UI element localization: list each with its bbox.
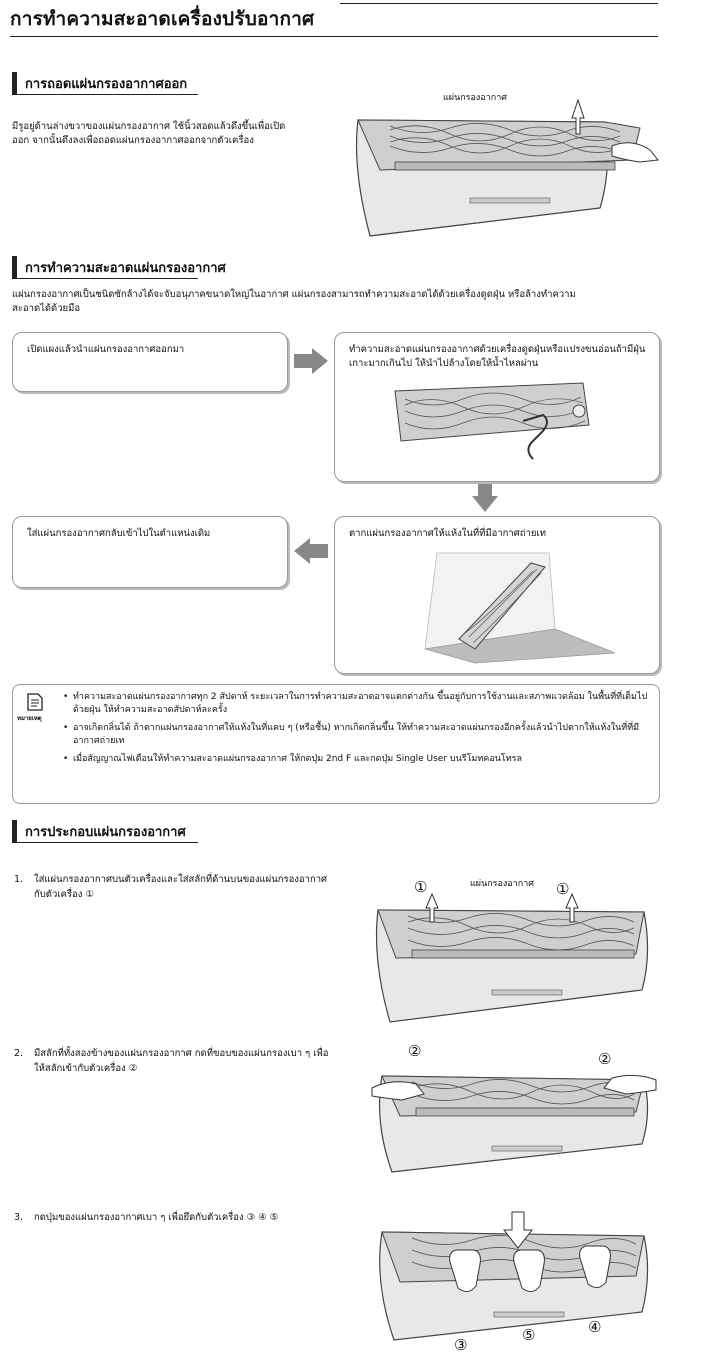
text-line: เกาะมากเกินไป ให้นำไปล้างโดยให้น้ำไหลผ่า… bbox=[349, 358, 539, 369]
fig3-mark-4: ④ bbox=[588, 1318, 602, 1336]
section-clean-header: การทำความสะอาดแผ่นกรองอากาศ bbox=[12, 256, 226, 278]
section-bar bbox=[12, 820, 17, 842]
ac-unit-assemble-3-illustration bbox=[379, 1211, 649, 1341]
assemble-step-1-text: ใส่แผ่นกรองอากาศบนตัวเครื่องและใส่สลักที… bbox=[34, 872, 364, 902]
section-bar bbox=[12, 256, 17, 278]
filter-vacuum-illustration bbox=[394, 382, 590, 460]
note-item: อาจเกิดกลิ่นได้ ถ้าตากแผ่นกรองอากาศให้แห… bbox=[63, 722, 653, 748]
clean-step-open-text: เปิดแผงแล้วนำแผ่นกรองอากาศออกมา bbox=[27, 344, 185, 355]
clean-step-reinstall-text: ใส่แผ่นกรองอากาศกลับเข้าไปในตำแหน่งเดิม bbox=[27, 528, 211, 539]
ac-unit-remove-illustration bbox=[355, 98, 659, 237]
header-top-rule bbox=[340, 3, 658, 4]
note-item: ทำความสะอาดแผ่นกรองอากาศทุก 2 สัปดาห์ ระ… bbox=[63, 691, 653, 717]
note-item: เมื่อสัญญาณไฟเตือนให้ทำความสะอาดแผ่นกรอง… bbox=[63, 753, 653, 766]
text-line: ทำความสะอาดแผ่นกรองอากาศด้วยเครื่องดูดฝุ… bbox=[349, 344, 646, 355]
assemble-step-1-number: 1. bbox=[14, 874, 24, 885]
note-icon-label: หมายเหตุ bbox=[17, 715, 42, 722]
body-line: ออก จากนั้นดึงลงเพื่อถอดแผ่นกรองอากาศออก… bbox=[12, 135, 254, 146]
clean-step-dry-box: ตากแผ่นกรองอากาศให้แห้งในที่ที่มีอากาศถ่… bbox=[334, 516, 660, 674]
section-remove-header: การถอดแผ่นกรองอากาศออก bbox=[12, 72, 187, 94]
fig3-mark-3: ③ bbox=[454, 1336, 468, 1354]
text-line: มีสลักที่ทั้งสองข้างของแผ่นกรองอากาศ กดท… bbox=[34, 1048, 329, 1059]
header-rule bbox=[10, 36, 658, 37]
note-list: ทำความสะอาดแผ่นกรองอากาศทุก 2 สัปดาห์ ระ… bbox=[63, 691, 653, 771]
assemble-step-2-number: 2. bbox=[14, 1048, 24, 1059]
text-line: ใส่แผ่นกรองอากาศบนตัวเครื่องและใส่สลักที… bbox=[34, 874, 328, 885]
arrow-left-icon bbox=[294, 538, 328, 564]
section-underline bbox=[12, 842, 198, 843]
clean-step-vacuum-box: ทำความสะอาดแผ่นกรองอากาศด้วยเครื่องดูดฝุ… bbox=[334, 332, 660, 482]
section-remove-body: มีรูอยู่ด้านล่างขวาของแผ่นกรองอากาศ ใช้น… bbox=[12, 120, 332, 148]
arrow-down-icon bbox=[472, 484, 498, 512]
filter-drying-illustration bbox=[424, 552, 616, 664]
intro-line: แผ่นกรองอากาศเป็นชนิดซักล้างได้จะจับอนุภ… bbox=[12, 289, 576, 300]
section-clean-intro: แผ่นกรองอากาศเป็นชนิดซักล้างได้จะจับอนุภ… bbox=[12, 288, 652, 316]
fig2-mark-left: ② bbox=[408, 1042, 422, 1060]
section-remove-heading: การถอดแผ่นกรองอากาศออก bbox=[25, 76, 188, 92]
fig1-filter-label: แผ่นกรองอากาศ bbox=[470, 879, 534, 889]
section-underline bbox=[12, 278, 198, 279]
filter-label: แผ่นกรองอากาศ bbox=[443, 93, 507, 103]
section-clean-heading: การทำความสะอาดแผ่นกรองอากาศ bbox=[25, 260, 226, 276]
fig1-mark-right: ① bbox=[556, 880, 570, 898]
arrow-right-icon bbox=[294, 348, 328, 374]
section-assemble-header: การประกอบแผ่นกรองอากาศ bbox=[12, 820, 186, 842]
text-line: กับตัวเครื่อง ① bbox=[34, 889, 94, 900]
note-icon bbox=[27, 693, 43, 711]
note-box: หมายเหตุ ทำความสะอาดแผ่นกรองอากาศทุก 2 ส… bbox=[12, 684, 660, 804]
page-title: การทำความสะอาดเครื่องปรับอากาศ bbox=[10, 8, 315, 30]
section-underline bbox=[12, 94, 198, 95]
ac-unit-assemble-2-illustration bbox=[371, 1074, 657, 1173]
section-bar bbox=[12, 72, 17, 94]
assemble-step-2-text: มีสลักที่ทั้งสองข้างของแผ่นกรองอากาศ กดท… bbox=[34, 1046, 364, 1076]
clean-step-reinstall-box: ใส่แผ่นกรองอากาศกลับเข้าไปในตำแหน่งเดิม bbox=[12, 516, 288, 588]
clean-step-vacuum-text: ทำความสะอาดแผ่นกรองอากาศด้วยเครื่องดูดฝุ… bbox=[349, 343, 649, 371]
fig2-mark-right: ② bbox=[598, 1050, 612, 1068]
fig3-mark-5: ⑤ bbox=[522, 1326, 536, 1344]
assemble-step-3-number: 3. bbox=[14, 1212, 24, 1223]
body-line: มีรูอยู่ด้านล่างขวาของแผ่นกรองอากาศ ใช้น… bbox=[12, 121, 286, 132]
fig1-mark-left: ① bbox=[414, 878, 428, 896]
assemble-step-3-text: กดปุ่มของแผ่นกรองอากาศเบา ๆ เพื่อยึดกับต… bbox=[34, 1212, 279, 1223]
section-assemble-heading: การประกอบแผ่นกรองอากาศ bbox=[25, 824, 186, 840]
text-line: ให้สลักเข้ากับตัวเครื่อง ② bbox=[34, 1063, 138, 1074]
intro-line: สะอาดได้ด้วยมือ bbox=[12, 303, 81, 314]
clean-step-open-box: เปิดแผงแล้วนำแผ่นกรองอากาศออกมา bbox=[12, 332, 288, 392]
clean-step-dry-text: ตากแผ่นกรองอากาศให้แห้งในที่ที่มีอากาศถ่… bbox=[349, 528, 546, 539]
ac-unit-assemble-1-illustration bbox=[375, 892, 649, 1023]
